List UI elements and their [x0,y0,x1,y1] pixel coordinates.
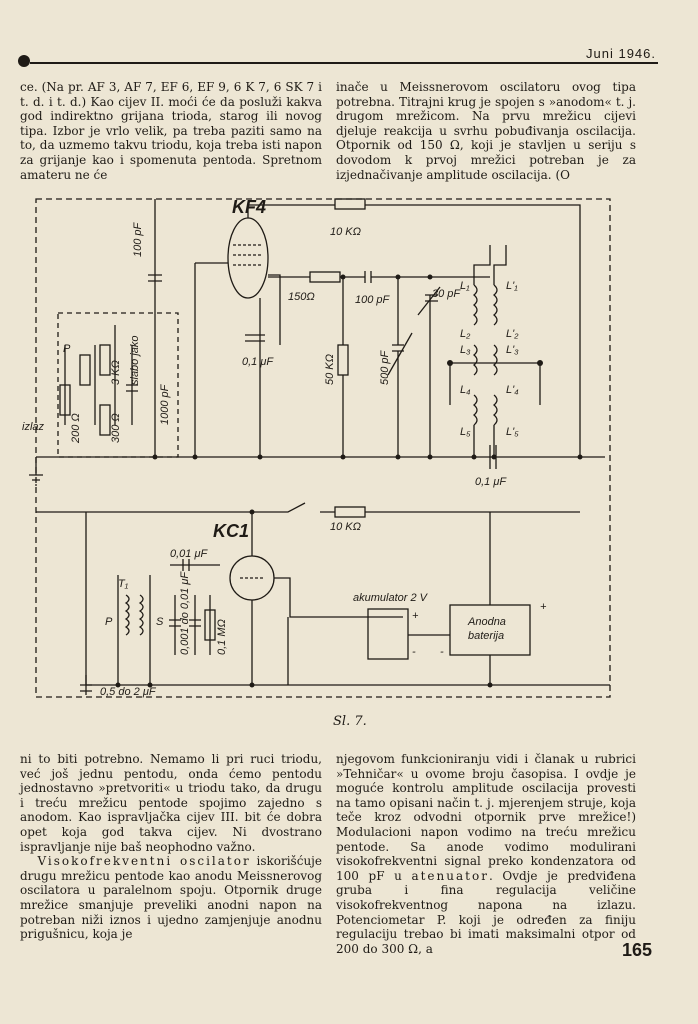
label-r150: 150Ω [288,291,315,303]
label-c30pf: 30 pF [432,288,461,300]
label-p-trafo: P [105,616,113,628]
lead-term: Visokofrekventni oscilator [37,854,251,869]
label-minus-akumulator: - [412,646,416,658]
header-date: Juni 1946. [586,46,656,61]
r50k [337,344,349,376]
r10k-top [334,198,366,210]
r200 [59,384,71,416]
akumulator-box [367,608,409,660]
label-r50k: 50 KΩ [324,354,336,385]
label-c0001-001: 0,001 do 0,01 μF [179,571,191,655]
c05-2 [80,675,92,695]
c30pf [425,294,438,457]
transformer-secondary [138,594,144,636]
label-l3: L₃ [460,344,471,356]
label-s-trafo: S [156,616,164,628]
paragraph: ce. (Na pr. AF 3, AF 7, EF 6, EF 9, 6 K … [20,80,322,182]
c100pf-mid [364,271,372,283]
header-bullet [18,55,30,67]
label-r200: 200 Ω [70,413,82,444]
label-akumulator: akumulator 2 V [353,592,429,604]
c001 [170,559,220,571]
coil-bank [449,245,541,457]
label-slabo-jako: slabo jako [129,335,141,385]
text-column-right-top: inače u Meissnerovom oscilatoru ovog tip… [336,80,636,182]
label-r10k-top: 10 KΩ [330,226,361,238]
r150 [309,271,341,283]
header-rule [30,62,658,64]
label-t1: T₁ [118,578,129,590]
label-izlaz: izlaz [22,421,45,433]
label-r10k-bottom: 10 KΩ [330,521,361,533]
label-l3p: L'₃ [506,344,519,356]
label-l2p: L'₂ [506,328,519,340]
anode-wire [247,204,581,457]
c1000pf [126,345,138,425]
text-column-right-bottom: njegovom funkcioniranju vidi i članak u … [336,752,636,956]
label-c100pf-top: 100 pF [132,221,144,257]
circuit-schematic: KF4 KC1 100 pF 10 KΩ 150Ω 100 pF 30 pF 0… [22,197,611,698]
paragraph: njegovom funkcioniranju vidi i članak u … [336,752,636,956]
label-kf4: KF4 [232,197,266,217]
text-column-left-top: ce. (Na pr. AF 3, AF 7, EF 6, EF 9, 6 K … [20,80,322,182]
label-baterija: baterija [468,630,504,642]
page-number: 165 [621,940,652,960]
ground-symbol [29,457,43,486]
lead-term: atenuator [411,868,489,883]
schematic-frame [35,198,611,698]
label-c01-bottom: 0,1 μF [475,476,507,488]
label-l5p: L'₅ [506,426,519,438]
label-l4: L₄ [460,384,471,396]
label-c500pf: 500 pF [379,349,391,385]
kf4-tube [227,217,269,299]
paragraph: inače u Meissnerovom oscilatoru ovog tip… [336,80,636,182]
label-c001: 0,01 μF [170,548,208,560]
text-column-left-bottom: ni to biti potrebno. Nemamo li pri ruci … [20,752,322,942]
label-c1000pf: 1000 pF [159,383,171,425]
label-r300: 300 Ω [110,413,122,443]
paragraph-text: iskorišćuje drugu mrežicu pentode kao an… [20,854,322,942]
label-plus-akumulator: + [412,610,419,622]
label-l4p: L'₄ [506,384,519,396]
label-l5: L₅ [460,426,471,438]
transformer-primary [124,594,130,636]
r10k-bottom [334,506,366,518]
c001b [189,595,201,655]
paragraph-text: . Ovdje je predviđena gruba i fina regul… [336,868,636,956]
label-kc1: KC1 [213,521,249,541]
paragraph: Visokofrekventni oscilator iskorišćuje d… [20,854,322,942]
c0001 [169,595,181,655]
c500pf [392,277,404,457]
paragraph: ni to biti potrebno. Nemamo li pri ruci … [20,752,322,854]
label-p-left: P [63,343,71,355]
label-r01m: 0,1 MΩ [216,619,228,655]
label-r3k: 3 KΩ [110,360,122,385]
label-c01-left: 0,1 μF [242,356,274,368]
r01m [204,609,216,641]
label-l2: L₂ [460,328,471,340]
label-l1p: L'₁ [506,280,518,292]
figure-caption: Sl. 7. [333,714,367,729]
paragraph-text: njegovom funkcioniranju vidi i članak u … [336,752,636,883]
label-c05-2: 0,5 do 2 μF [100,686,157,698]
label-c100pf-mid: 100 pF [355,294,391,306]
r3k [99,344,111,376]
r300 [99,404,111,436]
label-l1: L₁ [460,280,470,292]
label-minus-battery: - [440,646,444,658]
potentiometer-p [79,354,91,386]
label-plus-battery: + [540,601,547,613]
label-anodna: Anodna [467,616,506,628]
